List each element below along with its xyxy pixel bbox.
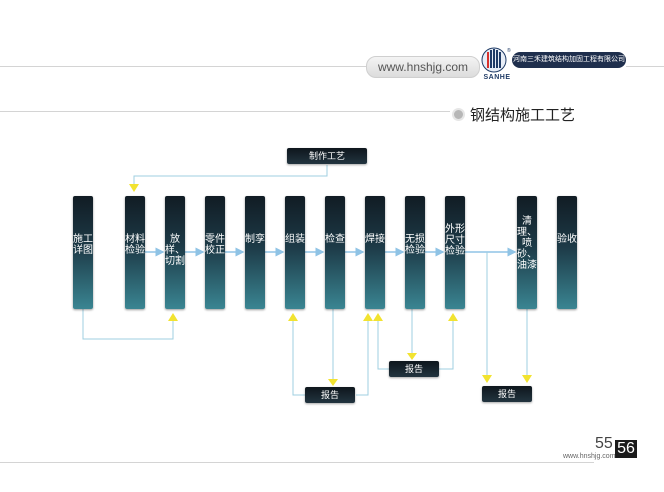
company-logo-icon: ® <box>478 46 514 82</box>
step-9: 无损检验 <box>405 196 425 309</box>
step-5: 制孪 <box>245 196 265 309</box>
step-7: 检查 <box>325 196 345 309</box>
connector-loop-1-3 <box>82 309 174 340</box>
connector-report2-right <box>439 320 454 370</box>
step-12-label: 验收 <box>557 234 577 245</box>
section-title: 钢结构施工工艺 <box>470 107 576 124</box>
step-4: 零件校正 <box>205 196 225 309</box>
arrow-report3-a <box>482 375 492 383</box>
arrow-into-8a <box>363 313 373 321</box>
report-box-1: 报告 <box>305 387 355 403</box>
arrow-into-8b <box>373 313 383 321</box>
connector-top-feed <box>133 165 328 185</box>
report-box-2: 报告 <box>389 361 439 377</box>
header-line-right <box>626 66 664 67</box>
arrow-report3-b <box>522 375 532 383</box>
company-name: 河南三禾建筑结构加固工程有限公司 <box>512 52 626 68</box>
arrow-report2 <box>407 353 417 360</box>
step-11-label: 清理、喷砂、油漆 <box>517 216 537 271</box>
header-line-left <box>0 66 366 67</box>
footer-line <box>0 462 594 463</box>
footer-url: www.hnshjg.com <box>563 453 616 460</box>
step-3-label: 放样、切割 <box>165 234 185 267</box>
step-2: 材料检验 <box>125 196 145 309</box>
step-5-label: 制孪 <box>245 234 265 245</box>
arrow-loop-1-3 <box>168 313 178 321</box>
step-9-label: 无损检验 <box>405 234 425 256</box>
page-number-right: 56 <box>615 440 637 458</box>
logo-text: SANHE <box>483 74 511 81</box>
website-url[interactable]: www.hnshjg.com <box>366 56 480 78</box>
bullet-icon <box>452 108 465 121</box>
arrow-top-feed <box>129 184 139 192</box>
page-number-left: 55 <box>595 435 613 452</box>
step-6: 组装 <box>285 196 305 309</box>
step-10: 外形尺寸检验 <box>445 196 465 309</box>
connector-report2-left <box>377 320 389 370</box>
arrow-into-10 <box>448 313 458 321</box>
arrow-into-6 <box>288 313 298 321</box>
step-1: 施工详图 <box>73 196 93 309</box>
step-2-label: 材料检验 <box>125 234 145 256</box>
step-1-label: 施工详图 <box>73 234 93 256</box>
step-8-label: 焊接 <box>365 234 385 245</box>
title-line <box>0 111 450 112</box>
svg-text:®: ® <box>507 47 511 54</box>
step-11: 清理、喷砂、油漆 <box>517 196 537 309</box>
step-6-label: 组装 <box>285 234 305 245</box>
step-3: 放样、切割 <box>165 196 185 309</box>
top-process-box: 制作工艺 <box>287 148 367 164</box>
step-8: 焊接 <box>365 196 385 309</box>
step-12: 验收 <box>557 196 577 309</box>
arrow-report1 <box>328 379 338 386</box>
connector-report1-right <box>356 320 369 396</box>
step-4-label: 零件校正 <box>205 234 225 256</box>
report-box-3: 报告 <box>482 386 532 402</box>
step-7-label: 检查 <box>325 234 345 245</box>
connector-report1-left <box>292 320 305 396</box>
step-10-label: 外形尺寸检验 <box>445 224 465 257</box>
